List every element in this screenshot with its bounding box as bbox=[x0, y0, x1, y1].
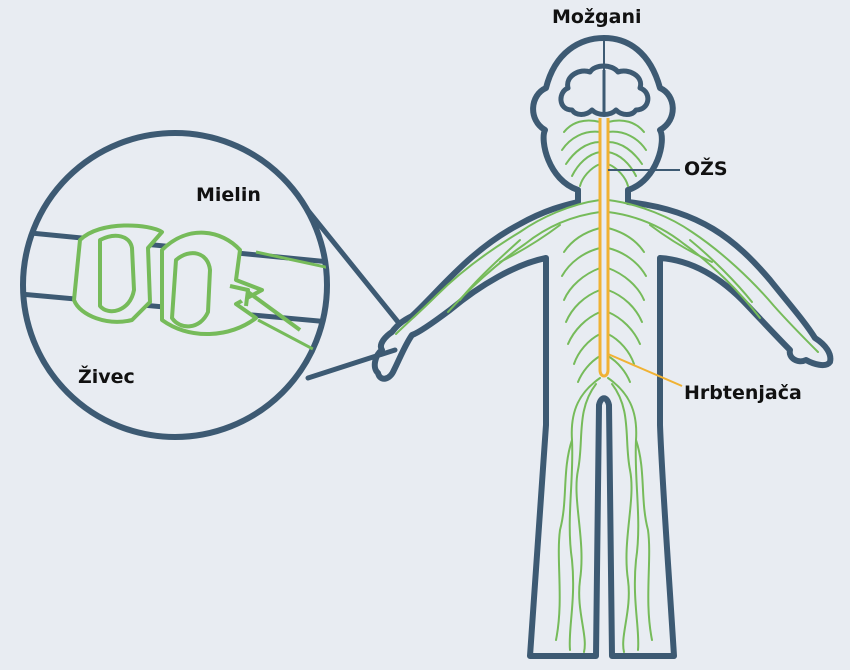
label-cns: OŽS bbox=[684, 160, 728, 179]
label-nerve: Živec bbox=[78, 368, 135, 387]
label-spinal-cord: Hrbtenjača bbox=[684, 384, 802, 403]
body-outline bbox=[375, 38, 831, 656]
magnified-nerve bbox=[20, 133, 330, 437]
label-myelin: Mielin bbox=[196, 186, 261, 205]
spinal-cord bbox=[600, 118, 608, 376]
label-brain: Možgani bbox=[552, 8, 641, 27]
